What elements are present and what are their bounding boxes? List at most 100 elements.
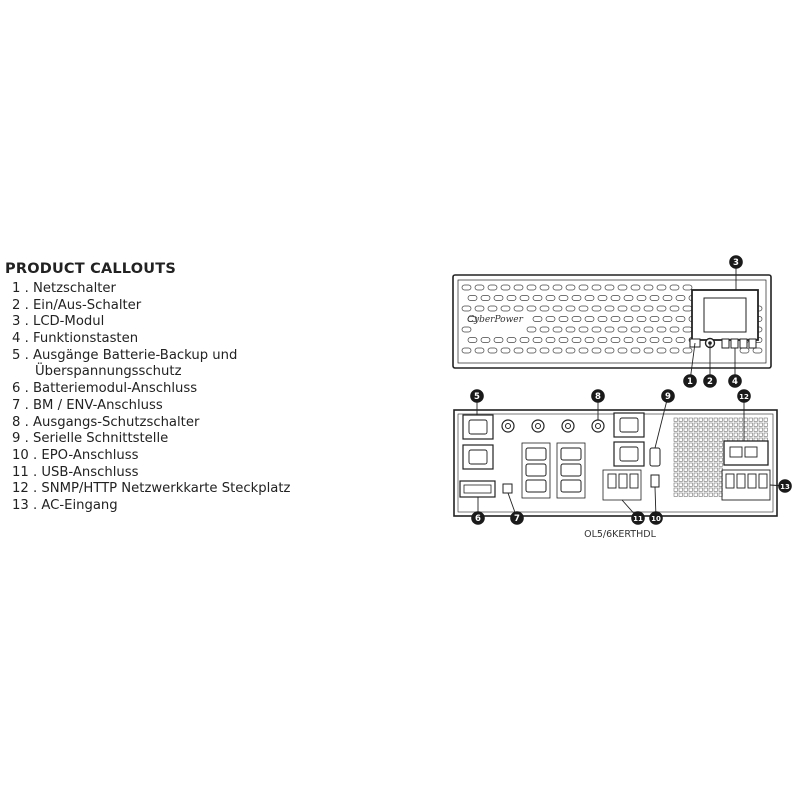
callout-badge bbox=[591, 389, 605, 403]
vent-cell bbox=[698, 457, 703, 462]
function-key bbox=[748, 338, 757, 349]
vent-slot bbox=[558, 337, 569, 343]
vent-cell bbox=[718, 447, 723, 452]
vent-cell bbox=[688, 427, 693, 432]
callout-badge bbox=[470, 389, 484, 403]
vent-cell bbox=[708, 437, 713, 442]
vent-cell bbox=[713, 442, 718, 447]
vent-cell bbox=[713, 462, 718, 467]
vent-slot bbox=[610, 316, 621, 322]
vent-slot bbox=[623, 337, 634, 343]
callout-badge bbox=[703, 374, 717, 388]
vent-slot bbox=[604, 284, 615, 291]
callout-badge-number: 6 bbox=[475, 514, 481, 524]
vent-cell bbox=[708, 447, 713, 452]
vent-cell bbox=[728, 427, 733, 432]
vent-cell bbox=[673, 487, 678, 492]
callout-badge-number: 2 bbox=[707, 377, 713, 387]
ac-input-terminal bbox=[747, 473, 757, 489]
vent-cell bbox=[698, 427, 703, 432]
vent-slot bbox=[752, 347, 763, 354]
snmp-slot bbox=[723, 440, 769, 466]
vent-cell bbox=[738, 432, 743, 437]
battery-module-port bbox=[459, 480, 496, 498]
rear-panel bbox=[453, 409, 778, 517]
vent-cell bbox=[688, 472, 693, 477]
callout-list-item: 10 . EPO-Anschluss bbox=[12, 447, 139, 463]
vent-slot bbox=[630, 326, 641, 333]
vent-cell bbox=[698, 452, 703, 457]
vent-slot bbox=[597, 337, 608, 343]
vent-slot bbox=[682, 347, 693, 354]
vent-cell bbox=[683, 432, 688, 437]
vent-slot bbox=[604, 305, 615, 312]
vent-cell bbox=[678, 472, 683, 477]
function-key bbox=[730, 338, 739, 349]
vent-cell bbox=[683, 472, 688, 477]
vent-cell bbox=[678, 492, 683, 497]
vent-cell bbox=[693, 437, 698, 442]
vent-cell bbox=[728, 422, 733, 427]
vent-slot bbox=[500, 284, 511, 291]
vent-cell bbox=[688, 442, 693, 447]
vent-cell bbox=[703, 427, 708, 432]
vent-cell bbox=[738, 427, 743, 432]
vent-cell bbox=[673, 452, 678, 457]
callout-badge-number: 7 bbox=[514, 514, 520, 524]
vent-slot bbox=[519, 295, 530, 301]
vent-cell bbox=[718, 457, 723, 462]
callout-list-item: 2 . Ein/Aus-Schalter bbox=[12, 297, 142, 313]
vent-cell bbox=[713, 477, 718, 482]
vent-slot bbox=[578, 326, 589, 333]
callout-badge-number: 12 bbox=[739, 393, 749, 401]
vent-cell bbox=[703, 447, 708, 452]
vent-cell bbox=[678, 442, 683, 447]
vent-cell bbox=[748, 427, 753, 432]
vent-cell bbox=[698, 462, 703, 467]
vent-cell bbox=[673, 457, 678, 462]
vent-cell bbox=[678, 457, 683, 462]
vent-slot bbox=[506, 295, 517, 301]
vent-cell bbox=[708, 452, 713, 457]
vent-cell bbox=[753, 427, 758, 432]
vent-slot bbox=[662, 316, 673, 322]
vent-cell bbox=[673, 477, 678, 482]
vent-slot bbox=[630, 347, 641, 354]
vent-cell bbox=[713, 472, 718, 477]
vent-cell bbox=[683, 442, 688, 447]
vent-cell bbox=[678, 482, 683, 487]
vent-slot bbox=[669, 326, 680, 333]
vent-cell bbox=[683, 417, 688, 422]
vent-slot bbox=[558, 295, 569, 301]
vent-cell bbox=[718, 452, 723, 457]
vent-cell bbox=[703, 442, 708, 447]
vent-slot bbox=[539, 347, 550, 354]
vent-slot bbox=[545, 316, 556, 322]
vent-slot bbox=[487, 284, 498, 291]
function-key bbox=[739, 338, 748, 349]
callout-list-item: 4 . Funktionstasten bbox=[12, 331, 139, 347]
vent-slot bbox=[526, 284, 537, 291]
vent-cell bbox=[758, 427, 763, 432]
vent-cell bbox=[688, 432, 693, 437]
callout-list-item: 12 . SNMP/HTTP Netzwerkkarte Steckplatz bbox=[12, 481, 291, 497]
vent-slot bbox=[571, 337, 582, 343]
vent-slot bbox=[617, 284, 628, 291]
vent-slot bbox=[675, 316, 686, 322]
callout-badge-number: 10 bbox=[651, 515, 661, 523]
vent-cell bbox=[703, 477, 708, 482]
output-receptacle-c19 bbox=[462, 414, 494, 440]
callout-list-title: PRODUCT CALLOUTS bbox=[5, 261, 176, 277]
vent-cell bbox=[688, 467, 693, 472]
callout-list-item: 8 . Ausgangs-Schutzschalter bbox=[12, 414, 200, 430]
vent-cell bbox=[718, 432, 723, 437]
vent-cell bbox=[738, 422, 743, 427]
vent-cell bbox=[673, 427, 678, 432]
vent-cell bbox=[698, 417, 703, 422]
vent-slot bbox=[597, 316, 608, 322]
vent-cell bbox=[683, 492, 688, 497]
vent-slot bbox=[565, 305, 576, 312]
vent-cell bbox=[693, 427, 698, 432]
vent-cell bbox=[673, 472, 678, 477]
